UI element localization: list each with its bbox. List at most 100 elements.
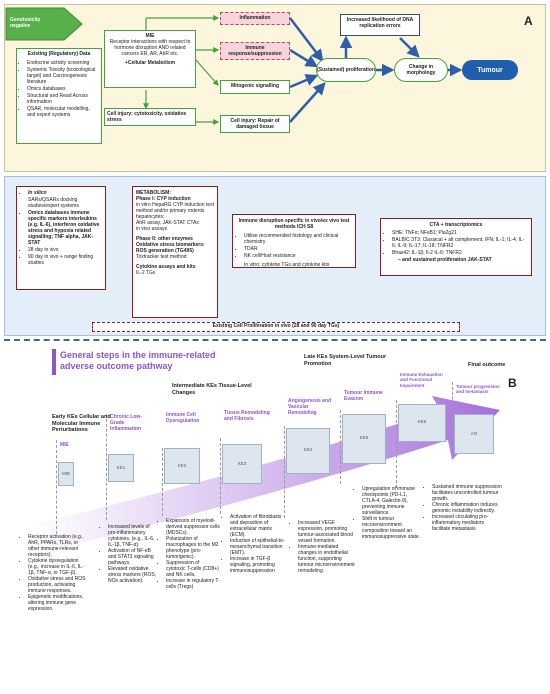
desc-item: Immune-mediated changes in endothelial f…: [298, 544, 358, 574]
repair-label: Cell injury: Repair of damaged tissue: [230, 118, 280, 130]
metab-oxstress: Oxidative stress biomarkers:: [136, 242, 205, 248]
tumour-box: Tumour: [462, 60, 518, 80]
cell-injury-label: Cell injury: cytotoxicity, oxidative str…: [107, 111, 187, 123]
metab-toxtracker: Toxtracker test method: [136, 254, 187, 260]
insilico-line: 28 day in vivo: [28, 247, 102, 253]
ke-box-ke5: KE5: [342, 414, 386, 464]
dna-errors-box: Increased likelihood of DNA replication …: [340, 14, 420, 36]
insilico-box: In silico SARs/QSARs docking studies/exp…: [16, 186, 106, 290]
mie-title: MIE: [145, 33, 155, 39]
desc-ke1: Increased levels of pro-inflammatory cyt…: [102, 524, 158, 584]
dna-label: Increased likelihood of DNA replication …: [346, 17, 414, 29]
stage-lilac: Immune Cell Dysregulation: [166, 412, 200, 424]
metab-cytokine: Cytokine assays and kits: [136, 264, 196, 270]
desc-ke5: Upregulation of immune checkpoints (PD-L…: [356, 486, 422, 540]
genotox-label: Genotoxicity negative: [10, 17, 41, 29]
cta-title: CTA + transcriptomics: [429, 222, 483, 228]
immune-disruption-list: Utilise recommended histology and clinic…: [236, 233, 352, 259]
desc-item: Cytokine dysregulation (e.g., increase i…: [28, 558, 88, 576]
cta-item: BALB/C 3T3: Classical + alt complement; …: [392, 237, 528, 249]
sustained-proliferation-box: (Sustained) proliferation: [316, 58, 376, 82]
desc-item: Increased VEGF expression, promoting tum…: [298, 520, 358, 544]
immune-disruption-box: Immune disruption specific in vivo/ex vi…: [232, 214, 356, 268]
tumour-label: Tumour: [477, 66, 503, 74]
stage-lilac: Angiogenesis and Vascular Remodeling: [288, 398, 332, 416]
insilico-list: In silico SARs/QSARs docking studies/exp…: [20, 190, 102, 266]
mitogenic-label: Mitogenic signalling: [230, 83, 280, 89]
stage-lilac: Chronic Low-Grade Inflammation: [110, 414, 142, 432]
desc-item: Sustained immune suppression facilitates…: [432, 484, 502, 502]
metab-phase2: Phase II: other enzymes: [136, 236, 193, 242]
metabolism-box: METABOLISM: Phase I: CYP induction in vi…: [132, 186, 218, 318]
mie-box: MIE Receptor interactions with respect t…: [104, 30, 196, 88]
stage-header-early: Early KEs Cellular and Molecular Immune …: [52, 414, 111, 434]
immune-item: Utilise recommended histology and clinic…: [244, 233, 352, 245]
metab-phase1: Phase I: CYP induction: [136, 196, 191, 202]
desc-item: Expansion of myeloid-derived suppressor …: [166, 518, 220, 536]
metab-line1: in vitro HepaRG CYP induction test metho…: [136, 202, 215, 220]
ke-box-ke2: KE2: [164, 448, 200, 484]
panel-b-label: B: [508, 376, 517, 390]
metab-il2: IL-2 TGs: [136, 270, 156, 276]
metab-line2: AhR assay, JAK-STAT CTAs: [136, 220, 199, 226]
stage-header-late: Late KEs System-Level Tumour Promotion: [304, 354, 387, 367]
desc-item: Chronic inflammation induces genomic ins…: [432, 502, 502, 514]
immune-response-label: Immune response/suppression: [228, 45, 282, 57]
desc-ke2: Expansion of myeloid-derived suppressor …: [160, 518, 220, 590]
cta-item: SHE: TNFα; NFκB1; Pla2g21: [392, 230, 528, 236]
insilico-line: SARs/QSARs docking studies/expert system…: [28, 197, 79, 209]
cell-injury-box: Cell injury: cytotoxicity, oxidative str…: [104, 108, 196, 126]
mitogenic-box: Mitogenic signalling: [220, 80, 290, 94]
existing-data-list: Endocrine activity screening Systemic To…: [19, 60, 99, 118]
desc-ke3: Activation of fibroblasts and deposition…: [224, 514, 288, 574]
desc-item: Elevated oxidative stress markers (ROS, …: [108, 566, 158, 584]
cta-item: Bhas42: IL-1β; Il-2 IL-6; TNFR2: [392, 250, 528, 256]
title-accent-bar: [52, 349, 56, 375]
desc-item: Upregulation of immune checkpoints (PD-L…: [362, 486, 422, 516]
panel-a-arrows: [5, 7, 463, 125]
cta-list: SHE: TNFα; NFκB1; Pla2g21 BALB/C 3T3: Cl…: [384, 230, 528, 256]
panel-a-label: A: [524, 14, 533, 28]
existing-item: Omics databases: [27, 86, 99, 92]
existing-item: Systemic Toxicity (toxicological target)…: [27, 67, 99, 85]
stage-lilac: Tumour Immune Evasion: [344, 390, 383, 402]
metab-ros: ROS generation (TG495): [136, 248, 194, 254]
immune-disruption-title: Immune disruption specific in vivo/ex vi…: [238, 218, 350, 230]
ke-box-ke3: KE3: [222, 444, 262, 484]
ke-box-mie: MIE: [58, 462, 74, 486]
desc-ke6: Sustained immune suppression facilitates…: [426, 484, 502, 532]
sustained-label: (Sustained) proliferation: [317, 67, 375, 73]
genotox-arrow-shape: [5, 7, 83, 41]
stage-line: [452, 382, 453, 448]
desc-item: Oxidative stress and ROS production, act…: [28, 576, 88, 594]
inflammation-label: Inflammation: [239, 15, 271, 21]
ke-box-ao: AO: [454, 414, 494, 454]
mie-sub: +Cellular Metabolism: [124, 60, 176, 66]
metab-line3: in vivo assays: [136, 226, 168, 232]
desc-item: Epigenetic modifications, altering immun…: [28, 594, 88, 612]
stage-line: [162, 448, 163, 516]
desc-item: Shift in tumour microenvironment composi…: [362, 516, 422, 540]
stage-lilac: Tumour progression and metastasis: [456, 384, 500, 395]
mie-text: Receptor interactions with respect to ho…: [109, 39, 191, 57]
final-outcome-label: Final outcome: [468, 362, 506, 368]
stage-line: [56, 440, 57, 534]
desc-mie: Receptor activation (e.g., AhR, PPARs, T…: [22, 534, 88, 612]
inflammation-box: Inflammation: [220, 12, 290, 25]
desc-item: Activation of fibroblasts and deposition…: [230, 514, 288, 538]
stage-lilac: MIE: [60, 442, 69, 448]
stage-line: [106, 414, 107, 520]
ke-box-ke4: KE4: [286, 428, 330, 474]
desc-item: Activation of NF-κB and STAT3 signaling …: [108, 548, 158, 566]
existing-item: Endocrine activity screening: [27, 60, 99, 66]
metab-title: METABOLISM:: [136, 190, 171, 196]
desc-item: Increased levels of pro-inflammatory cyt…: [108, 524, 158, 548]
existing-item: Structural and Read Across information: [27, 93, 99, 105]
cta-extra: – and sustained proliferation JAK-STAT: [398, 257, 492, 263]
panel-b-title: General steps in the immune-related adve…: [60, 350, 216, 371]
stage-lilac: Tissue Remodeling and Fibrosis: [224, 410, 270, 422]
desc-item: Increase in regulatory T-cells (Tregs): [166, 578, 220, 590]
desc-ke4: Increased VEGF expression, promoting tum…: [292, 520, 358, 574]
morphology-label: Change in morphology: [406, 64, 436, 76]
stage-line: [340, 410, 341, 484]
